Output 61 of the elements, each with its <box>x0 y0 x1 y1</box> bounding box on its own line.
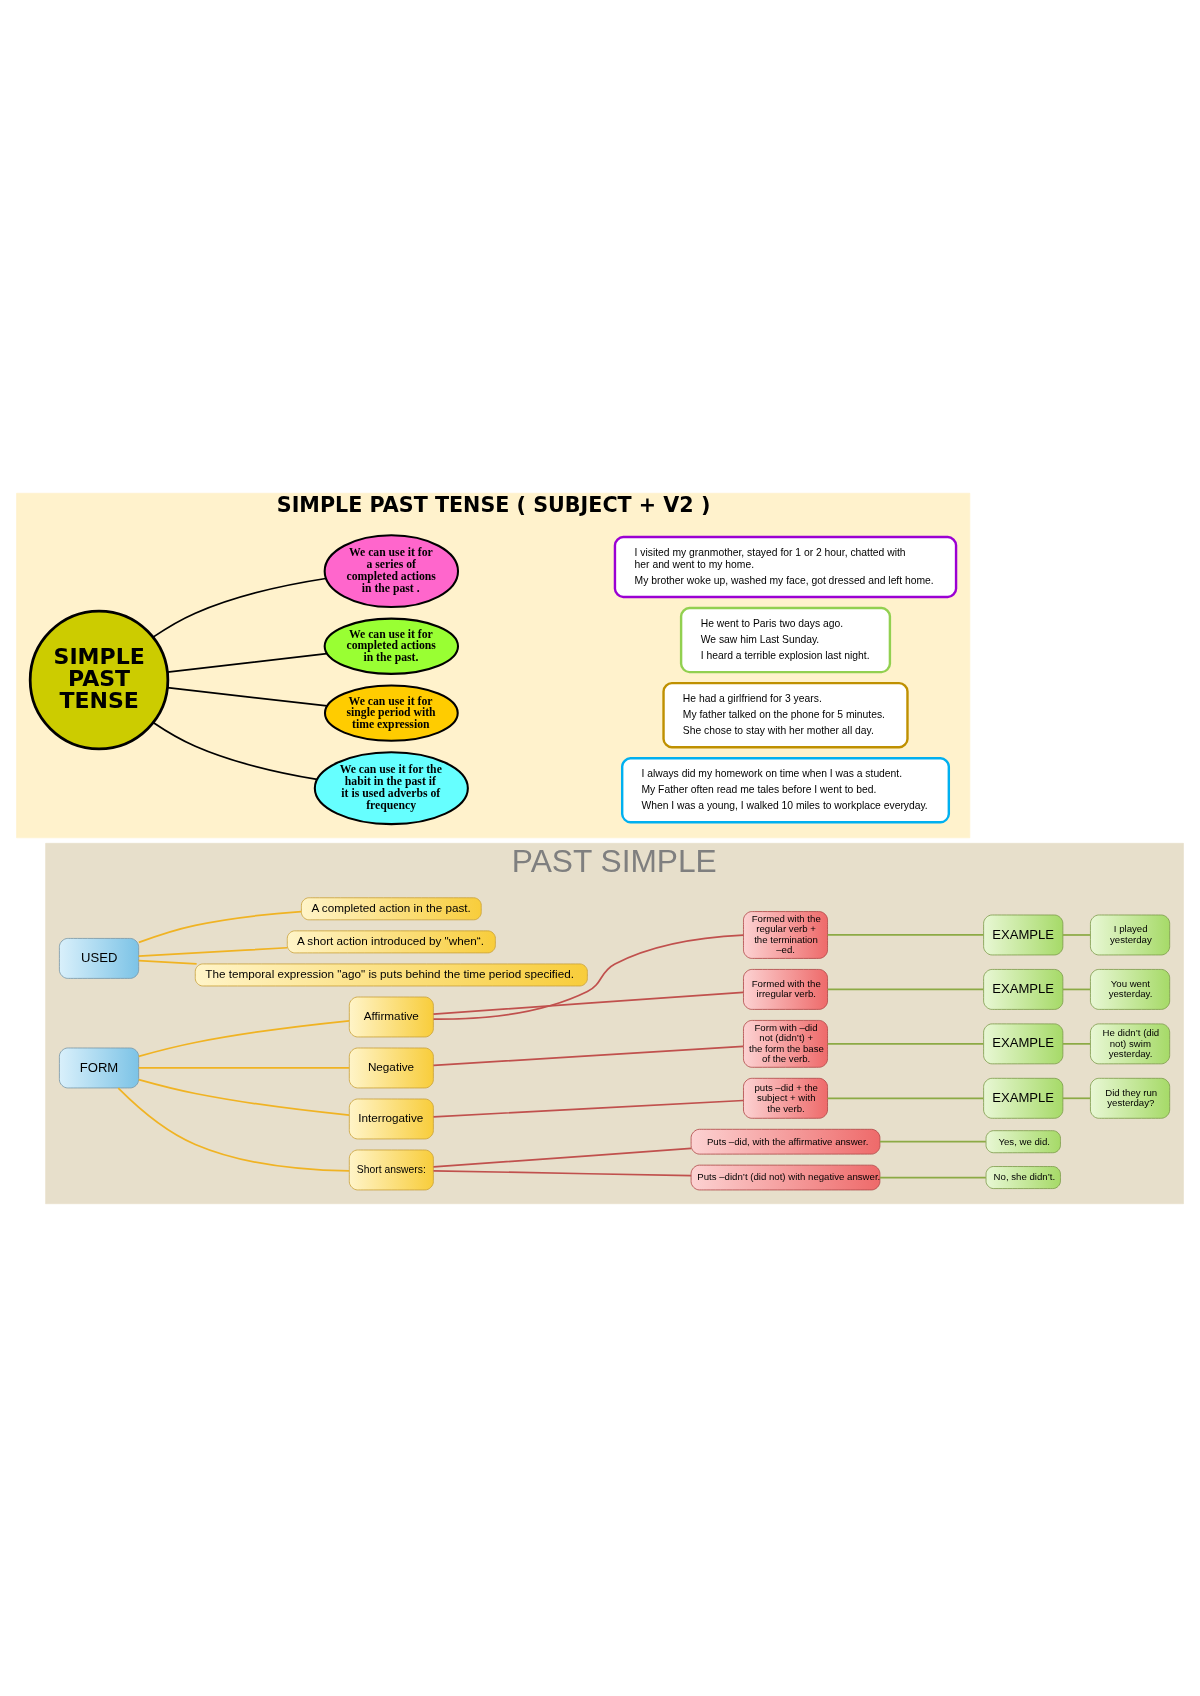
node-box: Puts –didn’t (did not) with negative answer. <box>690 1164 881 1190</box>
node-box: I visited my granmother, stayed for 1 or 2 hour, chatted with her and went to my home. My brother woke up, washed my face, got dressed and left home. <box>613 535 958 598</box>
node-box: You went yesterday. <box>1090 968 1171 1010</box>
node-box: Yes, we did. <box>985 1129 1061 1153</box>
node-box: Short answers: <box>348 1149 434 1190</box>
connector <box>138 910 303 943</box>
connector <box>117 1086 350 1172</box>
connector <box>432 991 745 1015</box>
node-box: No, she didn’t. <box>985 1165 1061 1189</box>
connector <box>137 1078 351 1116</box>
node-box: USED <box>59 937 140 979</box>
node-box: Negative <box>348 1047 434 1088</box>
connector <box>826 1096 985 1099</box>
node-box: The temporal expression "ago" is puts behind the time period specified. <box>194 963 588 986</box>
connector <box>1062 988 1092 990</box>
connector <box>826 1042 985 1045</box>
node-box: A short action introduced by "when“. <box>286 929 496 953</box>
connector <box>1062 1096 1092 1099</box>
connector <box>137 1066 350 1069</box>
node-ellipse: We can use it for single period with time expression <box>323 683 459 742</box>
node-box: EXAMPLE <box>983 1077 1064 1119</box>
node-box: Did they run yesterday? <box>1090 1077 1171 1119</box>
node-box: He had a girlfriend for 3 years. My father talked on the phone for 5 minutes. She chose to stay with her mother all day. <box>662 681 909 748</box>
node-box: I always did my homework on time when I was a student. My Father often read me tales before I went to bed. When I was a young, I walked 10 miles to workplace everyday. <box>621 756 951 823</box>
node-circle: SIMPLE PAST TENSE <box>28 609 170 750</box>
node-box: Affirmative <box>348 996 434 1037</box>
connector <box>432 1169 692 1177</box>
node-box: puts –did + the subject + with the verb. <box>743 1077 828 1119</box>
connector <box>1062 933 1092 936</box>
connector <box>137 959 198 965</box>
connector <box>137 946 289 957</box>
connector <box>826 988 985 990</box>
connector <box>1062 1042 1092 1045</box>
connector <box>879 1140 987 1143</box>
node-box: EXAMPLE <box>983 1022 1064 1064</box>
node-box: Puts –did, with the affirmative answer. <box>690 1128 881 1155</box>
node-ellipse: We can use it for the habit in the past if it is used adverbs of frequency <box>313 750 469 825</box>
connector <box>432 1147 692 1168</box>
node-box: Formed with the irregular verb. <box>743 968 828 1010</box>
connector <box>879 1176 987 1178</box>
node-box: He didn’t (did not) swim yesterday. <box>1090 1022 1171 1064</box>
connector <box>826 933 985 936</box>
node-box: FORM <box>59 1047 140 1088</box>
node-box: Form with –did not (didn’t) + the form the base of the verb. <box>743 1019 828 1068</box>
node-box: I played yesterday <box>1090 914 1171 955</box>
connector <box>432 933 745 1020</box>
node-ellipse: We can use it for a series of completed actions in the past . <box>323 533 460 608</box>
connector <box>166 686 328 707</box>
connector <box>166 652 328 673</box>
node-box: EXAMPLE <box>983 968 1064 1010</box>
connector <box>432 1045 745 1066</box>
connector <box>432 1099 745 1118</box>
node-box: He went to Paris two days ago. We saw him Last Sunday. I heard a terrible explosion last night. <box>679 606 892 673</box>
node-box: Interrogative <box>348 1098 434 1139</box>
node-box: A completed action in the past. <box>301 896 482 920</box>
connector <box>152 721 318 780</box>
connector <box>137 1019 351 1057</box>
node-box: Formed with the regular verb + the termination –ed. <box>743 910 828 959</box>
node-box: EXAMPLE <box>983 914 1064 955</box>
connector <box>152 577 327 638</box>
node-ellipse: We can use it for completed actions in the past. <box>323 617 460 675</box>
